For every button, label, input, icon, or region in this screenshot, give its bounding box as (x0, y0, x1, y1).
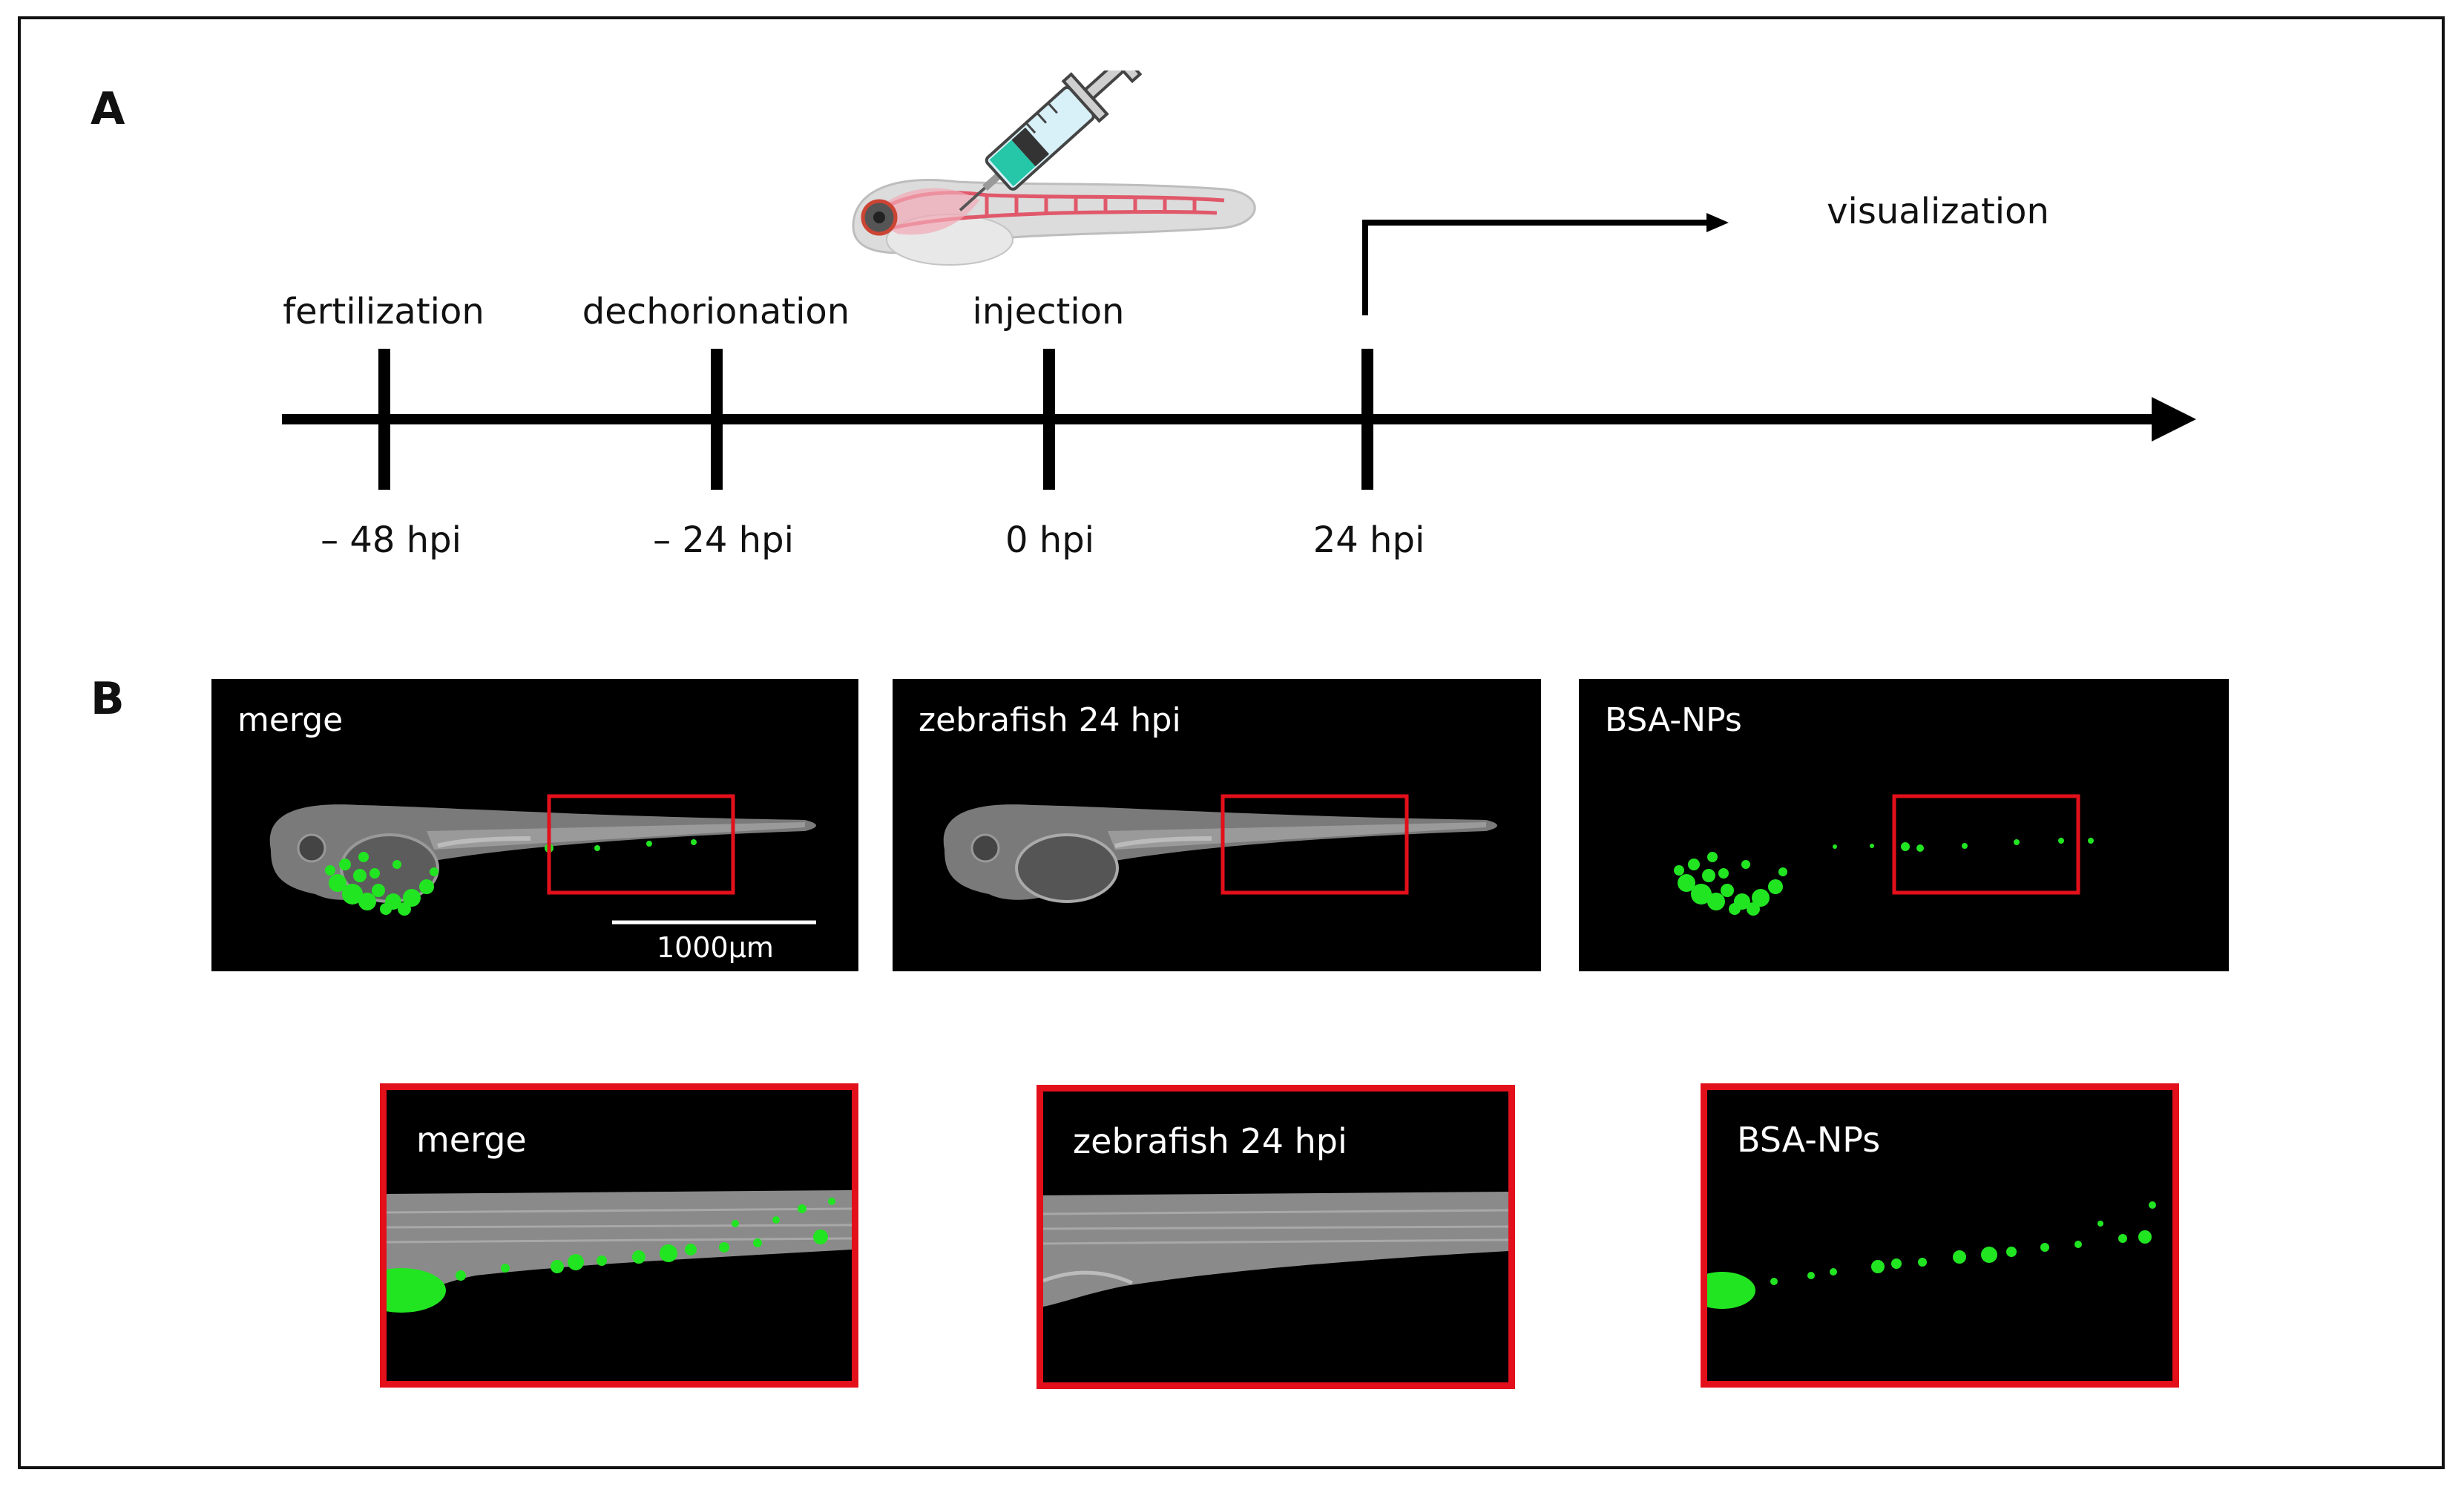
figure-frame (18, 16, 2445, 1469)
roi-box-fluorescence (1892, 794, 2080, 895)
visualization-label: visualization (1827, 191, 2049, 232)
zoom-image-merge: merge (380, 1083, 858, 1388)
micro-label-fluorescence: BSA-NPs (1605, 701, 1742, 739)
micro-label-merge: merge (237, 701, 344, 739)
timeline-axis (282, 349, 2196, 490)
stage-label-dechorionation: dechorionation (582, 291, 850, 332)
panel-b-letter: B (91, 673, 125, 725)
zoom-image-brightfield: zebrafish 24 hpi (1036, 1085, 1515, 1389)
injection-illustration (852, 70, 1256, 266)
stage-label-injection: injection (972, 291, 1125, 332)
time-label-fertilization: – 48 hpi (321, 519, 461, 561)
zoom-fluorescence-render (1707, 1201, 2156, 1309)
zoom-label-merge: merge (416, 1120, 527, 1160)
zoom-label-fluorescence: BSA-NPs (1737, 1120, 1881, 1160)
zoom-image-fluorescence: BSA-NPs (1701, 1083, 2179, 1388)
roi-box-brightfield (1220, 794, 1409, 895)
time-label-dechorionation: – 24 hpi (653, 519, 794, 561)
timeline-arrowhead (2152, 397, 2196, 441)
tick-24hpi (1361, 349, 1373, 490)
visualization-arrow (1362, 213, 1729, 315)
tick-dechorionation (711, 349, 723, 490)
larva-fluorescence-render (1674, 794, 2094, 916)
roi-box-merge (547, 794, 735, 895)
micro-image-brightfield: zebrafish 24 hpi (893, 679, 1541, 971)
stage-label-fertilization: fertilization (283, 291, 484, 332)
micro-image-fluorescence: BSA-NPs (1579, 679, 2229, 971)
zoom-brightfield-render (1043, 1192, 1508, 1307)
time-label-injection: 0 hpi (1005, 519, 1095, 561)
time-label-24hpi: 24 hpi (1313, 519, 1425, 561)
micro-label-brightfield: zebrafish 24 hpi (919, 701, 1181, 739)
tick-fertilization (378, 349, 390, 490)
micro-image-merge: merge 1000µm (211, 679, 858, 971)
syringe-icon (959, 70, 1143, 211)
larva-vessels (867, 191, 1225, 232)
panel-a-letter: A (91, 83, 125, 135)
zoom-label-brightfield: zebrafish 24 hpi (1073, 1121, 1347, 1161)
scale-bar-label: 1000µm (657, 931, 774, 964)
tick-injection (1043, 349, 1055, 490)
larva-merge-render (269, 794, 816, 925)
zoom-merge-render (387, 1190, 852, 1313)
larva-brightfield-render (943, 794, 1497, 903)
